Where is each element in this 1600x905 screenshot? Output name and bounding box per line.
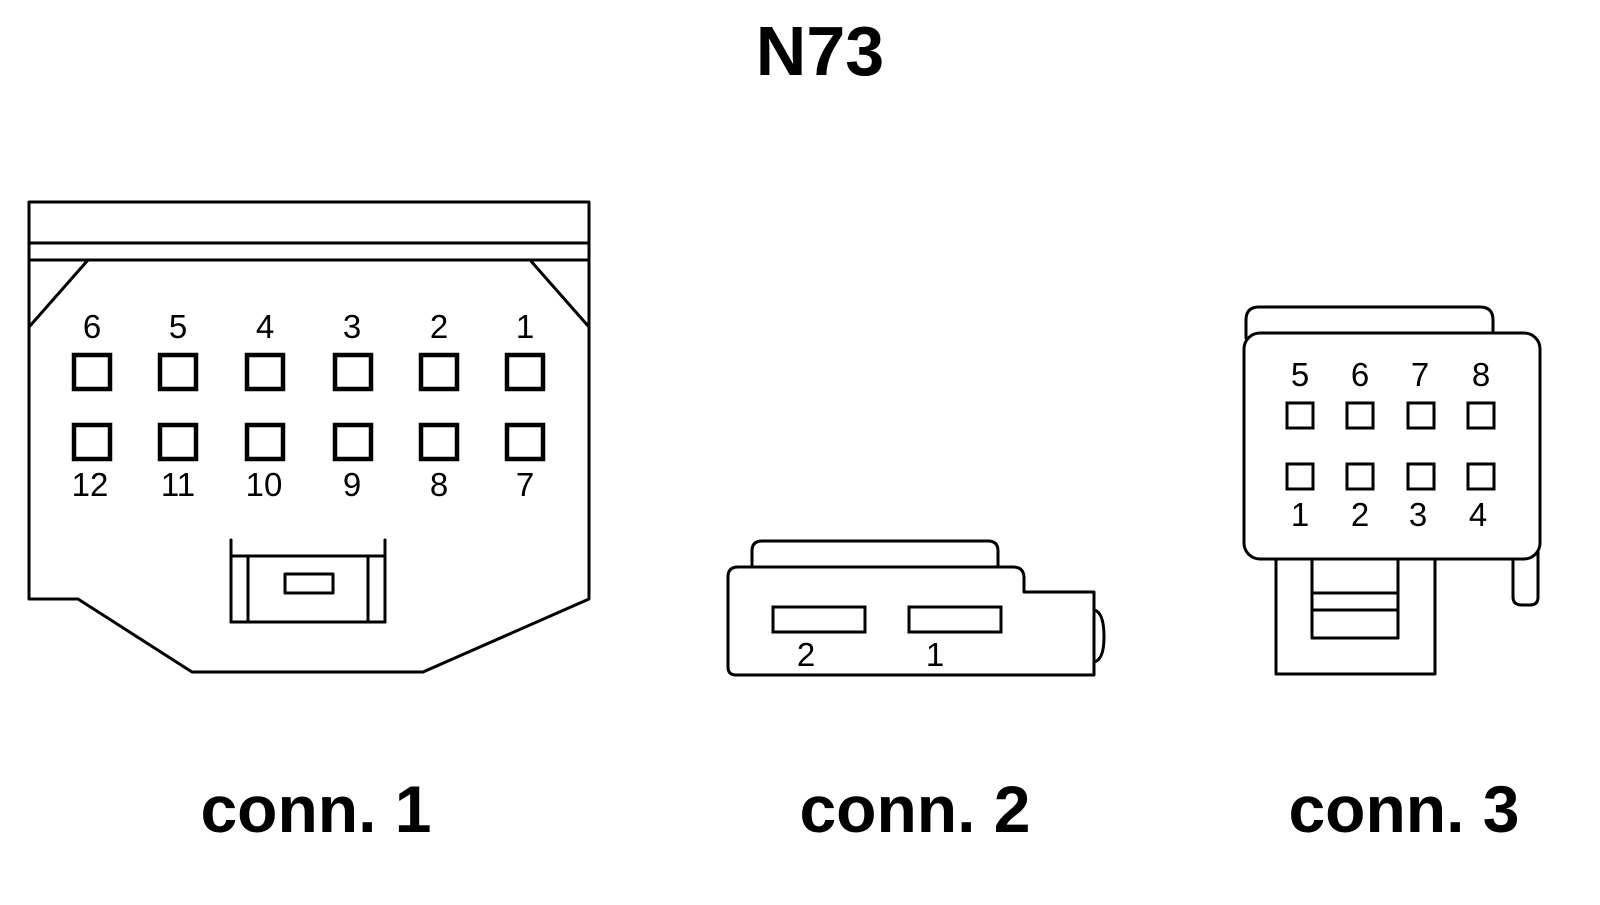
connector-3-pin-row-bottom: 1 2 3 4 [1285,462,1496,533]
pin-number: 10 [246,466,283,503]
diagram-title: N73 [756,12,884,90]
pin-cavity [907,605,1003,634]
connector-3: 5 6 7 8 1 2 3 4 conn. 3 [1242,305,1542,846]
pin-cavity [1406,401,1436,430]
pin-number: 6 [1351,356,1369,393]
connector-1-chamfer [27,258,90,329]
pin-cavity [504,422,546,462]
pin-cavity [1345,401,1375,430]
connector-1-caption: conn. 1 [200,772,431,846]
connector-3-caption: conn. 3 [1288,772,1519,846]
pin-cavity [771,605,867,634]
pin-number: 2 [430,308,448,345]
connector-1-pin-row-top: 6 5 4 3 2 1 [71,308,546,392]
connector-2-side-latch [1092,608,1106,664]
connector-3-back-tab [1244,305,1495,340]
pin-cavity [1466,401,1496,430]
pin-number: 4 [1469,496,1487,533]
pin-cavity [332,422,374,462]
connector-1-chamfer [528,258,591,329]
pin-cavity [1406,462,1436,491]
connector-3-housing [1242,331,1542,561]
pin-cavity [418,422,460,462]
pin-number: 5 [169,308,187,345]
pin-cavity [1285,462,1315,491]
connector-3-pin-row-top: 5 6 7 8 [1285,356,1496,430]
pin-cavity [332,352,374,392]
pin-cavity [157,352,199,392]
connector-3-side-latch [1511,543,1540,607]
connector-3-latch-housing [1274,553,1437,676]
pin-cavity [71,422,113,462]
pin-cavity [244,422,286,462]
pin-cavity [1466,462,1496,491]
pin-number: 1 [1291,496,1309,533]
pin-cavity [244,352,286,392]
connector-1-latch-window [283,572,335,595]
pin-number: 8 [1472,356,1490,393]
connector-2-caption: conn. 2 [799,772,1030,846]
pin-number: 2 [1351,496,1369,533]
pin-number: 7 [516,466,534,503]
pin-cavity [1345,462,1375,491]
pin-number: 1 [926,636,944,673]
pin-number: 3 [1409,496,1427,533]
pin-cavity [71,352,113,392]
pin-number: 11 [161,466,195,503]
pin-number: 6 [83,308,101,345]
pin-number: 5 [1291,356,1309,393]
pin-number: 4 [256,308,274,345]
connector-1-housing [27,200,591,674]
pin-cavity [418,352,460,392]
pin-cavity [157,422,199,462]
pin-cavity [504,352,546,392]
pin-number: 12 [72,466,109,503]
connector-2: 2 1 conn. 2 [726,539,1106,846]
pin-number: 7 [1411,356,1429,393]
pin-number: 8 [430,466,448,503]
connector-2-ridge [750,539,1000,569]
connector-1-pin-row-bottom: 12 11 10 9 8 7 [71,422,546,503]
pin-number: 1 [516,308,534,345]
pin-number: 9 [343,466,361,503]
pin-number: 2 [797,636,815,673]
connector-1: 6 5 4 3 2 1 12 11 10 9 8 7 conn. 1 [27,200,591,846]
pin-number: 3 [343,308,361,345]
pin-cavity [1285,401,1315,430]
